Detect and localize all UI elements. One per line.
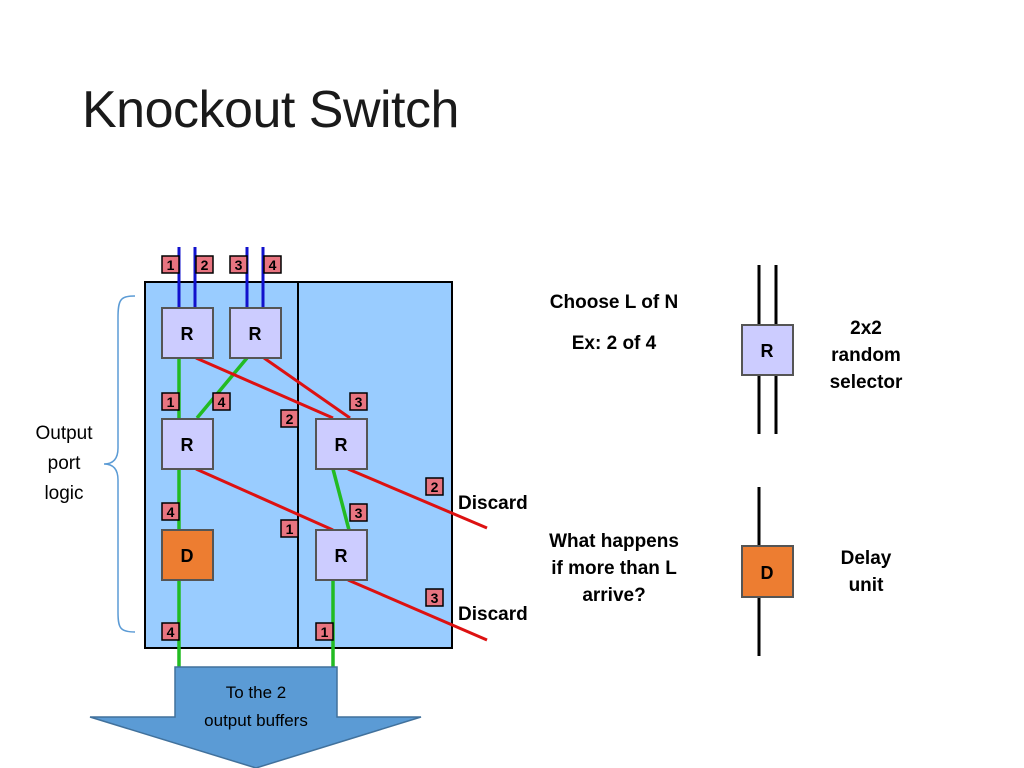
selector-desc-line-2: random [831,345,901,366]
legend-delay: D [741,487,794,656]
delay-desc-line-1: Delay [841,548,892,569]
input-tags: 1 2 3 4 [161,255,282,274]
svg-text:2: 2 [286,411,294,427]
output-buffers-arrow [89,666,422,768]
question-line-2: if more than L [551,558,677,579]
arrow-label-line-2: output buffers [204,711,308,730]
slide-title: Knockout Switch [82,81,459,139]
arrow-label-line-1: To the 2 [226,683,287,702]
svg-text:4: 4 [218,394,226,410]
selector-desc-line-1: 2x2 [850,318,882,339]
svg-text:D: D [761,563,774,583]
svg-text:R: R [335,546,348,566]
svg-text:D: D [181,546,194,566]
selector-r-4: R [315,418,368,470]
svg-text:1: 1 [167,257,175,273]
svg-text:R: R [335,435,348,455]
selector-r-1: R [161,307,214,359]
svg-text:R: R [181,324,194,344]
svg-text:R: R [249,324,262,344]
svg-text:1: 1 [286,521,294,537]
selector-r-2: R [229,307,282,359]
selector-r-5: R [315,529,368,581]
svg-text:R: R [761,341,774,361]
selector-desc-line-3: selector [830,372,903,393]
discard-label-1: Discard [458,493,528,514]
svg-text:3: 3 [355,394,363,410]
red-lines [195,356,488,642]
svg-text:3: 3 [431,590,439,606]
question-line-3: arrive? [582,585,645,606]
example-note: Ex: 2 of 4 [572,333,657,354]
svg-text:3: 3 [235,257,243,273]
svg-text:4: 4 [269,257,277,273]
svg-text:3: 3 [355,505,363,521]
brace-label-line-1: Output [35,423,93,444]
delay-unit-box: D [161,529,214,581]
brace-label-line-3: logic [44,483,83,504]
delay-desc-line-2: unit [849,575,884,596]
svg-text:4: 4 [167,624,175,640]
output-port-brace [103,295,136,633]
brace-label-line-2: port [48,453,81,474]
svg-text:1: 1 [167,394,175,410]
svg-text:2: 2 [201,257,209,273]
selector-r-3: R [161,418,214,470]
svg-text:1: 1 [321,624,329,640]
legend-selector: R [741,265,794,434]
svg-text:2: 2 [431,479,439,495]
route-tags: 1 4 2 3 4 2 3 1 3 4 1 [161,392,444,641]
choose-note: Choose L of N [550,292,678,313]
question-line-1: What happens [549,531,679,552]
svg-text:4: 4 [167,504,175,520]
svg-text:R: R [181,435,194,455]
discard-label-2: Discard [458,604,528,625]
